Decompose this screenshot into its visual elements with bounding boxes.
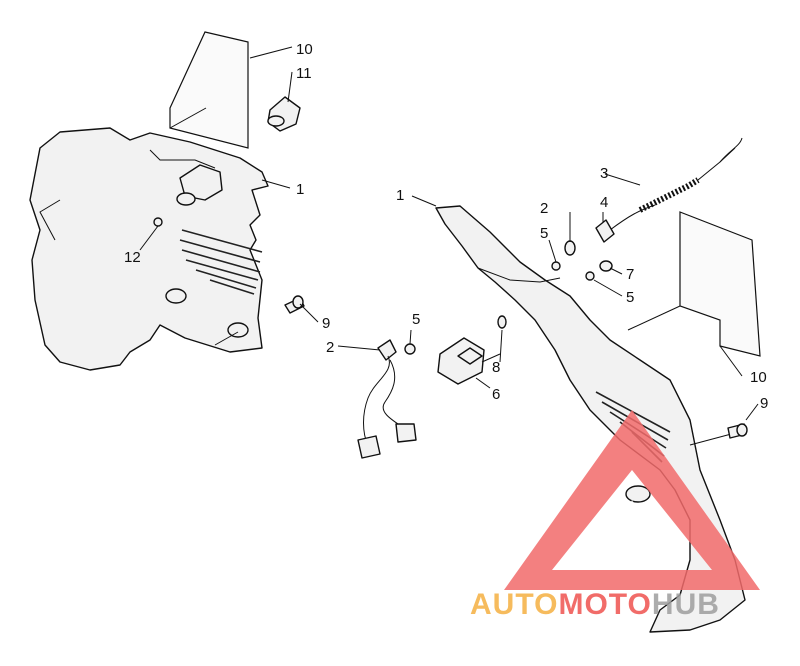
grille-left <box>179 229 263 295</box>
callout-10-right: 10 <box>750 369 767 386</box>
callout-6: 6 <box>492 386 500 403</box>
callout-9-right: 9 <box>760 395 768 412</box>
wire-harness <box>357 339 417 459</box>
watermark-auto: AUTO <box>470 588 558 621</box>
washer-12 <box>153 217 163 227</box>
callout-1-left: 1 <box>296 181 304 198</box>
leader-lines <box>139 46 759 421</box>
callout-4: 4 <box>600 194 608 211</box>
nut-7 <box>599 260 613 272</box>
washer-5a <box>551 261 561 271</box>
watermark-moto: MOTO <box>558 588 651 621</box>
plug-part <box>267 96 301 132</box>
switch-part <box>437 337 501 385</box>
callout-7: 7 <box>626 266 634 283</box>
callout-2-bottom: 2 <box>326 339 334 356</box>
decal-sheet-left <box>169 31 249 149</box>
callout-12: 12 <box>124 249 141 266</box>
callout-5-a: 5 <box>540 225 548 242</box>
callout-3: 3 <box>600 165 608 182</box>
callout-8: 8 <box>492 359 500 376</box>
callout-5-b: 5 <box>626 289 634 306</box>
svg-text:AUTOMOTOHUB: AUTOMOTOHUB <box>470 588 720 621</box>
callout-5-c: 5 <box>412 311 420 328</box>
callout-10-left: 10 <box>296 41 313 58</box>
washer-5b <box>585 271 595 281</box>
callouts: 10 11 1 12 9 1 2 3 4 5 7 5 5 2 8 6 10 9 <box>124 41 768 412</box>
callout-1-right: 1 <box>396 187 404 204</box>
bolt-right <box>727 423 748 439</box>
watermark: AUTOMOTOHUB <box>470 410 760 621</box>
washer-8 <box>497 315 507 329</box>
callout-9-left: 9 <box>322 315 330 332</box>
decal-sheet-right <box>627 211 761 357</box>
callout-11: 11 <box>296 65 312 82</box>
watermark-hub: HUB <box>652 588 720 621</box>
watermark-triangle-icon <box>504 410 760 590</box>
callout-2-top: 2 <box>540 200 548 217</box>
side-panel-left <box>29 127 269 371</box>
